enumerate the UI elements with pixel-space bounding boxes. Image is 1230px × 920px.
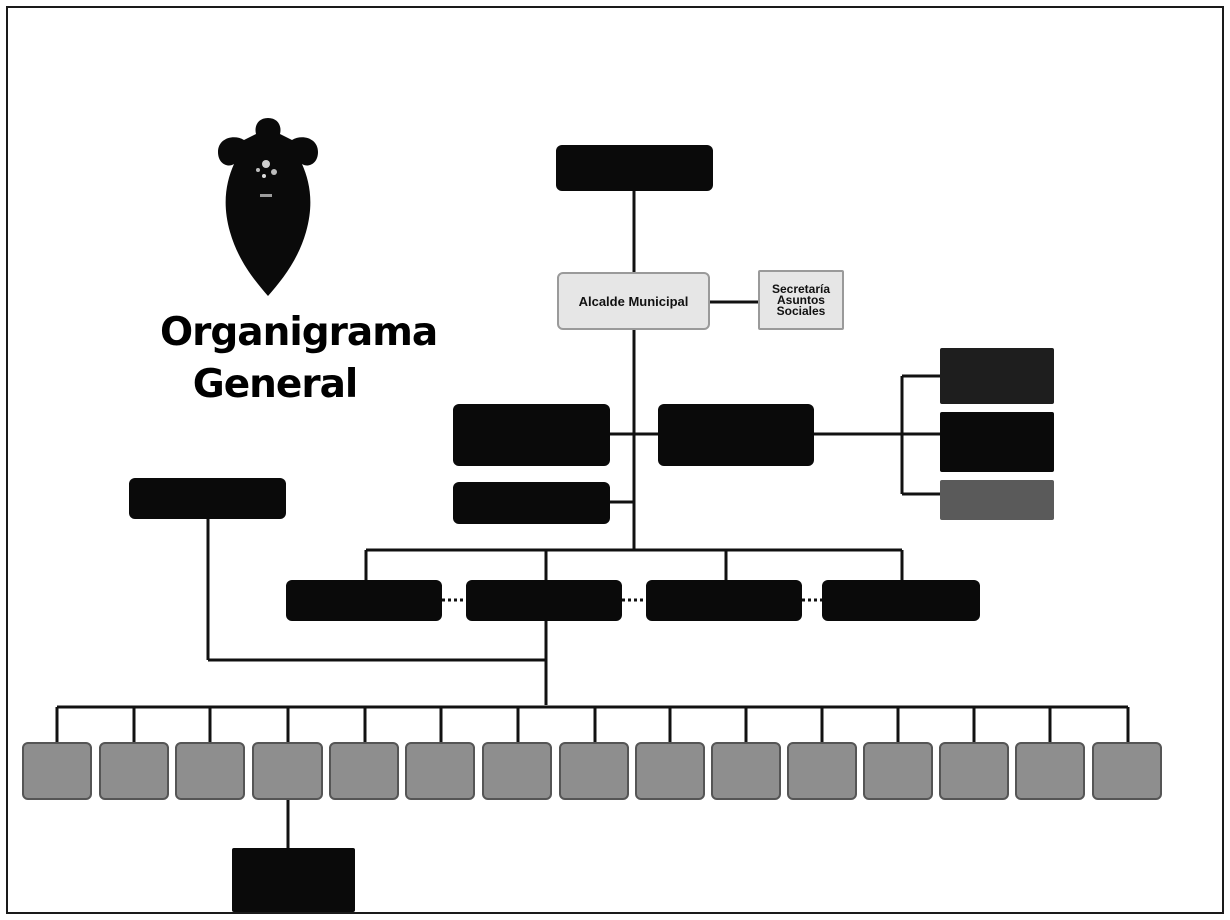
org-box-advisory-1 — [453, 404, 610, 466]
org-box-directorate-1 — [286, 580, 442, 621]
page-subtitle: General — [192, 362, 359, 407]
org-box-department-12 — [863, 742, 933, 800]
org-box-department-2 — [99, 742, 169, 800]
org-box-advisory-2 — [658, 404, 814, 466]
org-box-department-11 — [787, 742, 857, 800]
org-box-department-4 — [252, 742, 323, 800]
org-box-directorate-3 — [646, 580, 802, 621]
org-box-department-7 — [482, 742, 552, 800]
municipal-coat-of-arms-icon — [218, 118, 318, 296]
org-box-department-6 — [405, 742, 475, 800]
org-box-right-1 — [940, 348, 1054, 404]
org-box-subunit — [232, 848, 355, 912]
org-box-directorate-4 — [822, 580, 980, 621]
org-box-right-3 — [940, 480, 1054, 520]
org-box-advisory-3 — [453, 482, 610, 524]
page-title: Organigrama — [160, 310, 438, 355]
org-box-department-13 — [939, 742, 1009, 800]
org-box-right-2 — [940, 412, 1054, 472]
org-box-department-15 — [1092, 742, 1162, 800]
org-box-department-5 — [329, 742, 399, 800]
org-box-directorate-2 — [466, 580, 622, 621]
org-box-social-secretariat: Secretaría Asuntos Sociales — [758, 270, 844, 330]
org-box-department-3 — [175, 742, 245, 800]
org-box-department-1 — [22, 742, 92, 800]
org-box-department-10 — [711, 742, 781, 800]
org-box-mayor-label: Alcalde Municipal — [578, 293, 689, 309]
org-box-mayor: Alcalde Municipal — [557, 272, 710, 330]
org-box-department-9 — [635, 742, 705, 800]
org-box-left — [129, 478, 286, 519]
org-box-social-secretariat-label: Secretaría Asuntos Sociales — [771, 281, 831, 318]
org-box-department-14 — [1015, 742, 1085, 800]
org-box-council — [556, 145, 713, 191]
org-box-department-8 — [559, 742, 629, 800]
